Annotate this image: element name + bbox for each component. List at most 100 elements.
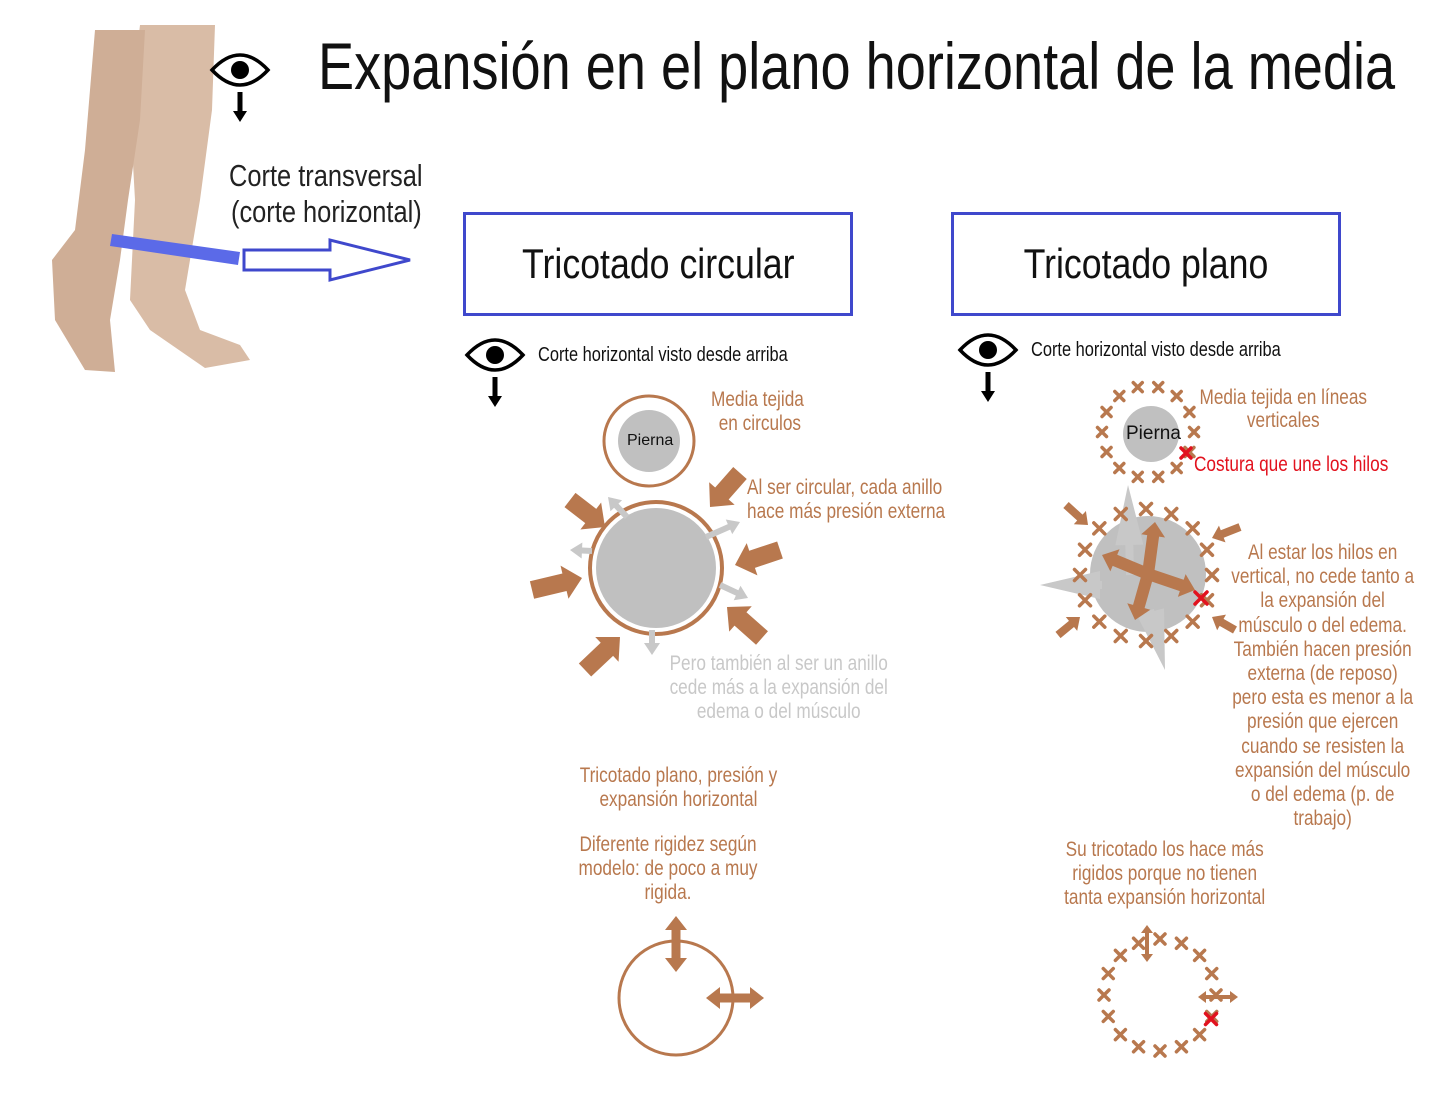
thread-mark xyxy=(1185,614,1200,629)
compression-arrow xyxy=(1212,523,1242,543)
thread-mark xyxy=(1131,380,1145,394)
thread-mark xyxy=(1101,1009,1116,1024)
leg-section-large xyxy=(596,508,716,628)
hollow-arrow xyxy=(242,238,411,282)
expansion-arrow xyxy=(570,542,593,559)
circular-knit-title: Tricotado circular xyxy=(521,240,795,287)
compression-arrow xyxy=(578,636,620,677)
eye-icon-left-down-arrow xyxy=(488,377,502,407)
internal-expansion-arrow xyxy=(1127,572,1154,620)
compression-arrow xyxy=(1055,617,1080,639)
thread-mark xyxy=(1138,633,1154,649)
thread-mark xyxy=(1199,542,1215,557)
left-view-caption: Corte horizontal visto desde arriba xyxy=(538,344,788,366)
thread-mark xyxy=(1095,425,1109,439)
thread-mark xyxy=(1174,1039,1189,1054)
expansion-spike xyxy=(1115,485,1144,576)
thread-mark xyxy=(1113,948,1128,963)
vertical-double-arrow xyxy=(665,916,687,972)
eye-icon-title-pupil xyxy=(231,61,249,79)
thread-mark xyxy=(1131,470,1145,484)
thread-mark xyxy=(1101,966,1116,981)
thread-mark xyxy=(1131,936,1146,951)
expansion-arrow xyxy=(608,497,630,520)
seam-mark xyxy=(1179,446,1193,460)
thread-mark xyxy=(1113,506,1128,522)
compression-arrow xyxy=(1212,614,1237,634)
eye-icon-right-pupil xyxy=(979,341,997,359)
seam-mark xyxy=(1193,590,1209,606)
thread-mark xyxy=(1097,988,1111,1002)
compression-arrow xyxy=(727,606,768,645)
thread-mark xyxy=(1192,948,1207,963)
seam-label: Costura que une los hilos xyxy=(1194,453,1389,476)
seam-mark xyxy=(1203,1011,1219,1027)
vertical-note-line: vertical, no cede tanto a xyxy=(1231,565,1415,589)
thread-mark xyxy=(1113,1027,1128,1042)
thread-mark xyxy=(1153,1044,1167,1058)
leg-section-small xyxy=(618,410,680,472)
thread-mark xyxy=(1185,521,1200,536)
thread-mark xyxy=(1187,425,1201,439)
vertical-note-line: Al estar los hilos en xyxy=(1248,541,1398,564)
leg-section-small-right xyxy=(1123,406,1179,462)
thread-mark xyxy=(1077,593,1093,608)
cut-label-line2: (corte horizontal) xyxy=(231,194,422,229)
compression-arrow xyxy=(1063,502,1088,525)
thread-mark xyxy=(1113,461,1126,475)
thread-mark xyxy=(1183,405,1196,419)
horizontal-double-arrow xyxy=(706,987,764,1009)
expansion-arrow xyxy=(704,519,740,540)
stocking-ring-large xyxy=(588,500,724,636)
leg-label-right: Pierna xyxy=(1126,423,1181,444)
thread-mark xyxy=(1151,470,1165,484)
thread-mark xyxy=(1151,380,1165,394)
vertical-note-line: músculo o del edema. xyxy=(1238,613,1407,637)
compression-arrow xyxy=(564,492,605,530)
thread-mark xyxy=(1138,501,1154,517)
vertical-note-line: externa (de reposo) xyxy=(1247,662,1398,686)
stocking-ring-small xyxy=(602,394,696,488)
thread-mark xyxy=(1113,628,1128,644)
vertical-note-line: También hacen presión xyxy=(1233,637,1412,661)
thread-mark xyxy=(1072,567,1088,583)
thread-mark xyxy=(1092,521,1107,536)
flat-knit-title: Tricotado plano xyxy=(1023,240,1269,287)
leg-label-left: Pierna xyxy=(627,432,674,449)
vertical-note-line: pero esta es menor a la xyxy=(1232,686,1414,710)
internal-expansion-arrow xyxy=(1146,568,1195,597)
cut-plane-bar xyxy=(110,234,240,265)
horizontal-double-arrow xyxy=(1198,991,1238,1003)
vertical-note-line: trabajo) xyxy=(1293,807,1352,831)
internal-expansion-arrow xyxy=(1102,549,1151,580)
expansion-spike xyxy=(1040,571,1102,599)
thread-mark xyxy=(1192,1027,1207,1042)
thread-mark xyxy=(1170,389,1183,403)
page-title: Expansión en el plano horizontal de la m… xyxy=(318,29,1396,103)
vertical-note-line: o del edema (p. de xyxy=(1250,783,1395,807)
thread-mark xyxy=(1131,1039,1146,1054)
thread-mark xyxy=(1204,567,1220,583)
vertical-double-arrow xyxy=(1141,925,1153,962)
thread-mark xyxy=(1100,405,1113,419)
compression-arrow xyxy=(529,565,582,599)
circular-knit-box: Tricotado circular xyxy=(463,212,853,316)
vertical-note-line: cuando se resisten la xyxy=(1241,734,1405,758)
vertical-note-line: presión que ejercen xyxy=(1247,710,1399,734)
thread-mark xyxy=(1164,506,1179,522)
thread-mark xyxy=(1153,932,1167,946)
thread-mark xyxy=(1164,628,1179,644)
internal-expansion-arrow xyxy=(1141,522,1166,575)
expansion-arrow xyxy=(718,582,748,601)
thread-mark xyxy=(1100,445,1113,459)
compression-arrow xyxy=(709,467,747,507)
eye-icon-title-down-arrow xyxy=(233,92,247,122)
